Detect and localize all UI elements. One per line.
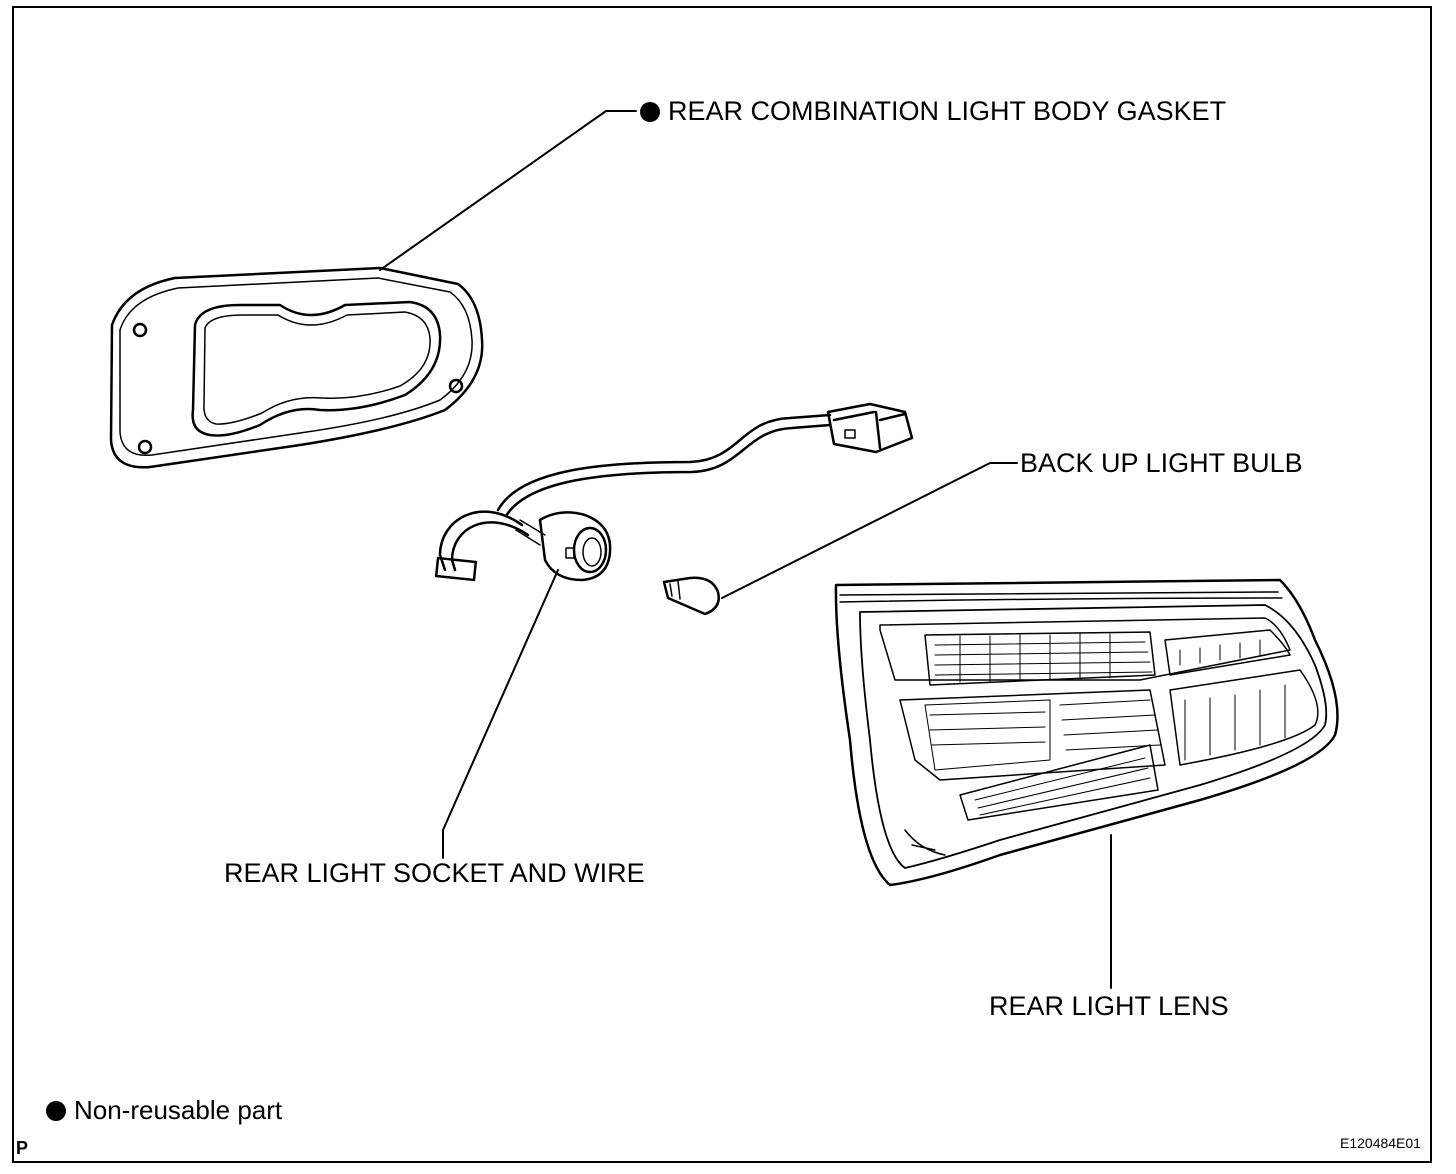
- diagram-frame: [12, 6, 1432, 1163]
- non-reusable-dot-icon: [46, 1101, 66, 1121]
- socket-and-wire-drawing: [434, 402, 914, 582]
- leader-lines: [379, 110, 1112, 989]
- socket-leader: [442, 569, 559, 859]
- corner-mark: P: [16, 1138, 29, 1158]
- figure-code: E120484E01: [1340, 1135, 1421, 1151]
- gasket-label: REAR COMBINATION LIGHT BODY GASKET: [640, 98, 1226, 125]
- non-reusable-dot-icon: [640, 102, 660, 122]
- lens-label: REAR LIGHT LENS: [989, 991, 1229, 1021]
- gasket-leader: [379, 110, 637, 271]
- legend-text: Non-reusable part: [74, 1095, 283, 1125]
- legend: Non-reusable part: [46, 1097, 282, 1123]
- bulb-leader: [721, 462, 1018, 599]
- rear-light-lens-drawing: [834, 578, 1339, 887]
- socket-label: REAR LIGHT SOCKET AND WIRE: [224, 858, 645, 888]
- body-gasket-drawing: [109, 266, 484, 469]
- lens-texture: [929, 633, 1286, 816]
- bulb-label: BACK UP LIGHT BULB: [1020, 448, 1303, 478]
- back-up-light-bulb-drawing: [662, 576, 720, 616]
